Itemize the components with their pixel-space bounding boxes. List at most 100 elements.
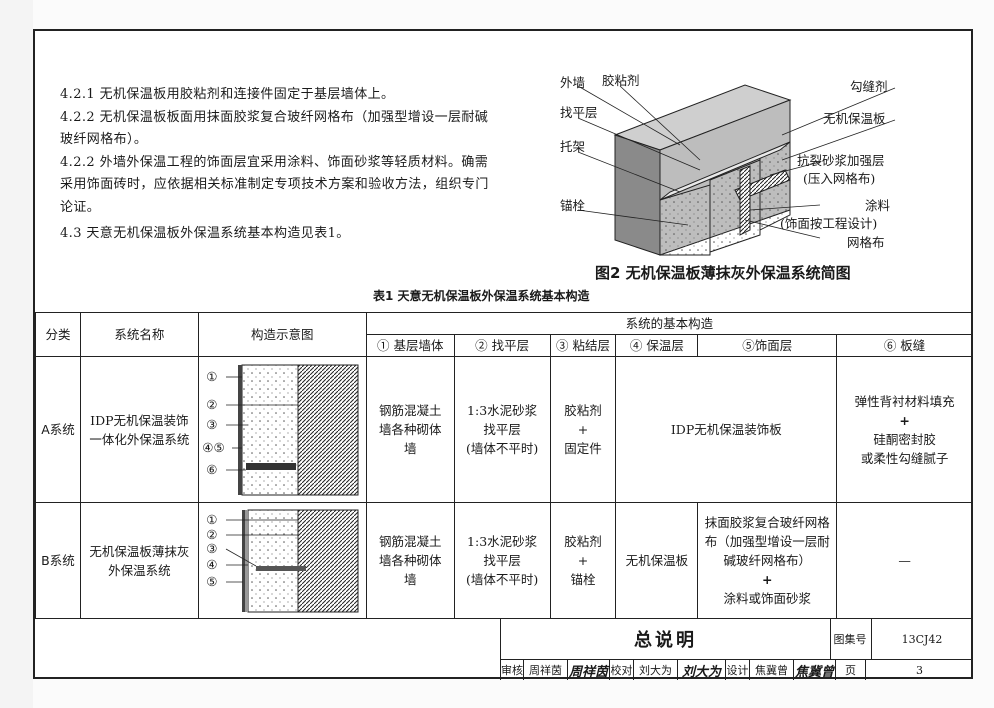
row-a-name: IDP无机保温装饰一体化外保温系统 <box>79 356 199 503</box>
header-name: 系统名称 <box>79 312 199 357</box>
page-number: 3 <box>916 663 923 677</box>
row-b-name: 无机保温板薄抹灰外保温系统 <box>79 502 199 619</box>
reviewer-signature: 周祥茵 <box>568 660 610 680</box>
row-b-c3-plus: + <box>577 553 589 568</box>
row-b-c5-line1: 抹面胶浆复合玻纤网格布（加强型增设一层耐碱玻纤网格布） <box>704 515 830 568</box>
row-a-c6-line3: 或柔性勾缝腻子 <box>860 450 949 466</box>
checker-signature: 刘大为 <box>678 660 726 680</box>
atlas-number: 13CJ42 <box>901 632 943 646</box>
row-a-marker-45: ④⑤ <box>202 439 225 455</box>
row-a-c2-line1: 1:3水泥砂浆 <box>467 403 538 418</box>
row-b-marker-5: ⑤ <box>206 573 218 589</box>
system-diagram: 外墙 胶粘剂 找平层 托架 锚栓 勾缝剂 无机保温板 抗裂砂浆加强层 (压入网格… <box>520 40 940 290</box>
note-4: 4.3 天意无机保温板外保温系统基本构造见表1。 <box>60 226 350 241</box>
header-c2: ② 找平层 <box>453 334 551 357</box>
binding-margin <box>0 0 33 708</box>
row-a-c3-line1: 胶粘剂 <box>564 403 602 418</box>
label-coating-note: (饰面按工程设计) <box>780 216 878 231</box>
row-b-c3-line2: 锚栓 <box>570 572 596 587</box>
row-b-c5-plus: + <box>761 572 773 587</box>
row-a-diagram: ① ② ③ ④⑤ ⑥ <box>197 356 367 503</box>
header-c1: ① 基层墙体 <box>365 334 455 357</box>
row-b-c2-line2: 找平层 <box>483 553 521 568</box>
label-anchor: 锚栓 <box>560 198 586 213</box>
note-2: 4.2.2 无机保温板板面用抹面胶浆复合玻纤网格布（加强型增设一层耐碱玻纤网格布… <box>60 109 489 148</box>
atlas-label: 图集号 <box>829 619 872 659</box>
row-a-marker-1: ① <box>206 368 218 384</box>
checker-name: 刘大为 <box>634 660 678 680</box>
note-3: 4.2.2 外墙外保温工程的饰面层宜采用涂料、饰面砂浆等轻质材料。确需采用饰面砖… <box>60 154 489 215</box>
row-b-c4: 无机保温板 <box>615 502 699 619</box>
header-c4: ④ 保温层 <box>615 334 699 357</box>
row-b-c1: 钢筋混凝土墙各种砌体墙 <box>365 502 455 619</box>
row-a-c3-line2: 固定件 <box>564 441 602 456</box>
reviewer-name: 周祥茵 <box>524 660 568 680</box>
row-a-c2: 1:3水泥砂浆 找平层 (墙体不平时) <box>453 356 551 503</box>
table-caption: 表1 天意无机保温板外保温系统基本构造 <box>373 289 590 303</box>
row-a-c6-line1: 弹性背衬材料填充 <box>854 393 955 409</box>
notes-section: 4.2.1 无机保温板用胶粘剂和连接件固定于基层墙体上。 4.2.2 无机保温板… <box>60 84 490 246</box>
review-label: 审核 <box>500 660 524 680</box>
row-b-c2-line1: 1:3水泥砂浆 <box>467 534 538 549</box>
title-block: 总说明 图集号 13CJ42 审核 周祥茵 周祥茵 校对 刘大为 刘大为 设计 … <box>500 619 973 680</box>
label-coating: 涂料 <box>865 198 891 213</box>
row-b-section-drawing <box>226 509 359 612</box>
header-c3: ③ 粘结层 <box>549 334 617 357</box>
label-board: 无机保温板 <box>823 111 886 126</box>
table-row-a: A系统 IDP无机保温装饰一体化外保温系统 ① ② ③ ④⑤ <box>35 356 973 503</box>
atlas-info: 图集号 13CJ42 <box>829 619 973 659</box>
page-label: 页 <box>836 660 866 680</box>
sheet-title: 总说明 <box>500 619 831 659</box>
check-label: 校对 <box>610 660 634 680</box>
label-mesh: 网格布 <box>847 235 885 250</box>
row-b-marker-4: ④ <box>206 556 218 572</box>
row-a-c6: 弹性背衬材料填充 + 硅酮密封胶 或柔性勾缝腻子 <box>836 356 973 503</box>
row-a-c2-line3: (墙体不平时) <box>465 441 539 456</box>
designer-signature: 焦冀曾 <box>794 660 836 680</box>
label-crack: 抗裂砂浆加强层 <box>797 153 885 168</box>
row-b-c2-line3: (墙体不平时) <box>465 572 539 587</box>
label-bracket: 托架 <box>560 139 586 154</box>
header-c5: ⑤饰面层 <box>697 334 838 357</box>
row-a-c1: 钢筋混凝土墙各种砌体墙 <box>365 356 455 503</box>
table-row-b: B系统 无机保温板薄抹灰外保温系统 ① ② ③ <box>35 502 973 619</box>
signature-row: 审核 周祥茵 周祥茵 校对 刘大为 刘大为 设计 焦冀曾 焦冀曾 页 3 <box>500 659 973 680</box>
row-a-section-drawing <box>226 364 359 495</box>
row-b-category: B系统 <box>35 502 81 619</box>
figure-caption: 图2 无机保温板薄抹灰外保温系统简图 <box>595 264 851 282</box>
label-wall: 外墙 <box>560 75 586 90</box>
label-crack-note: (压入网格布) <box>803 171 876 186</box>
row-b-c5-line2: 涂料或饰面砂浆 <box>723 591 811 606</box>
row-a-category: A系统 <box>35 356 81 503</box>
note-1: 4.2.1 无机保温板用胶粘剂和连接件固定于基层墙体上。 <box>60 87 395 102</box>
row-b-diagram: ① ② ③ ④ ⑤ <box>197 502 367 619</box>
designer-name: 焦冀曾 <box>750 660 794 680</box>
label-leveling: 找平层 <box>560 105 598 120</box>
header-diagram: 构造示意图 <box>197 312 367 357</box>
header-basic: 系统的基本构造 <box>365 312 974 335</box>
row-b-c3-line1: 胶粘剂 <box>564 534 602 549</box>
row-a-c6-plus: + <box>899 412 910 428</box>
row-b-marker-1: ① <box>206 511 218 527</box>
row-a-c6-line2: 硅酮密封胶 <box>873 431 936 447</box>
row-b-c5: 抹面胶浆复合玻纤网格布（加强型增设一层耐碱玻纤网格布） + 涂料或饰面砂浆 <box>697 502 838 619</box>
row-a-c2-line2: 找平层 <box>483 422 521 437</box>
label-adhesive: 胶粘剂 <box>602 73 640 88</box>
row-b-marker-2: ② <box>206 526 218 542</box>
header-category: 分类 <box>35 312 81 357</box>
row-b-c2: 1:3水泥砂浆 找平层 (墙体不平时) <box>453 502 551 619</box>
construction-table: 分类 系统名称 构造示意图 系统的基本构造 ① 基层墙体 ② 找平层 ③ 粘结层… <box>35 312 974 619</box>
row-a-marker-2: ② <box>206 396 218 412</box>
row-a-marker-3: ③ <box>206 416 218 432</box>
system-diagram-drawing <box>577 84 896 256</box>
row-a-c3: 胶粘剂 + 固定件 <box>549 356 617 503</box>
row-b-marker-3: ③ <box>206 540 218 556</box>
row-a-c3-plus: + <box>577 422 589 437</box>
design-label: 设计 <box>726 660 750 680</box>
label-joint: 勾缝剂 <box>850 79 888 94</box>
row-a-marker-6: ⑥ <box>206 461 218 477</box>
row-a-c45: IDP无机保温装饰板 <box>615 356 838 503</box>
row-b-c6: — <box>836 502 973 619</box>
row-b-c3: 胶粘剂 + 锚栓 <box>549 502 617 619</box>
header-c6: ⑥ 板缝 <box>836 334 973 357</box>
